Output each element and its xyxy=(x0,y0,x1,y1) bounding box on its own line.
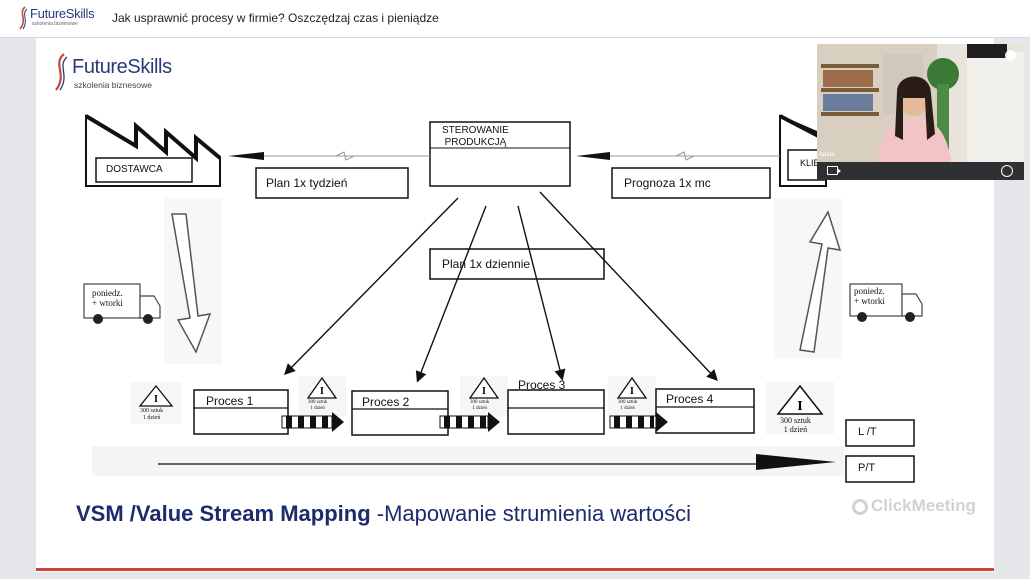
inventory-icon-1: I xyxy=(130,382,182,424)
lt-box xyxy=(845,419,915,447)
plan-week-label: Plan 1x tydzień xyxy=(266,176,348,190)
slide-bottom-line xyxy=(36,568,994,571)
process-1-label: Proces 1 xyxy=(206,394,254,408)
forecast-label: Prognoza 1x mc xyxy=(624,176,711,190)
push-arrow-2 xyxy=(439,412,500,432)
pt-box xyxy=(845,455,915,483)
truck-right-label: poniedz. + wtorki xyxy=(854,286,885,306)
svg-text:I: I xyxy=(482,386,486,397)
clickmeeting-watermark: ClickMeeting xyxy=(852,496,976,516)
inventory-icon-2: I xyxy=(298,376,346,416)
truck-right-icon xyxy=(849,283,923,322)
pin-icon[interactable] xyxy=(1005,50,1016,61)
inventory-icon-5: I xyxy=(766,382,834,434)
clickmeeting-logo-icon xyxy=(852,499,868,515)
production-control-box xyxy=(429,121,571,187)
timeline-arrow-icon xyxy=(756,454,836,470)
customer-label: KLIENT xyxy=(800,158,832,168)
slide-title: VSM /Value Stream Mapping -Mapowanie str… xyxy=(76,501,691,527)
slide-title-bold: VSM /Value Stream Mapping xyxy=(76,501,371,526)
push-arrow-1 xyxy=(281,412,344,432)
info-arrow-supplier xyxy=(228,151,430,161)
supplier-factory-icon xyxy=(84,114,222,187)
webcam-control-bar xyxy=(817,162,1024,180)
lt-label: L /T xyxy=(858,426,877,438)
pt-label: P/T xyxy=(858,462,876,474)
timeline-band xyxy=(92,446,844,476)
forecast-box xyxy=(611,167,771,199)
inventory-3-label: 300 sztuk 1 dzień xyxy=(470,400,490,411)
process-box-1 xyxy=(193,389,289,435)
inventory-icon-4: I xyxy=(608,376,656,416)
supplier-label: DOSTAWCA xyxy=(106,164,163,175)
process-box-3 xyxy=(507,389,605,435)
up-shipment-arrow-icon xyxy=(774,198,842,358)
slide-logo-sub: szkolenia biznesowe xyxy=(74,80,152,90)
inventory-2-label: 300 sztuk 1 dzień xyxy=(308,400,328,411)
app-logo-sub: szkolenia biznesowe xyxy=(32,21,78,27)
vsm-diagram: I I I I I xyxy=(83,114,923,483)
process-box-4 xyxy=(655,388,755,434)
process-box-2 xyxy=(351,390,449,436)
camera-icon[interactable] xyxy=(827,166,841,175)
svg-text:I: I xyxy=(797,399,802,414)
inventory-1-label: 300 sztuk 1 dzień xyxy=(140,408,164,421)
process-3-label: Proces 3 xyxy=(518,378,566,392)
control-label: STEROWANIE PRODUKCJĄ xyxy=(442,125,509,148)
clickmeeting-text: ClickMeeting xyxy=(871,496,976,515)
inventory-4-label: 300 sztuk 1 dzień xyxy=(618,400,638,411)
svg-text:I: I xyxy=(320,386,324,397)
push-arrow-3 xyxy=(609,412,668,432)
process-2-label: Proces 2 xyxy=(362,395,410,409)
top-bar: FutureSkills szkolenia biznesowe Jak usp… xyxy=(0,0,1030,38)
info-arrow-customer xyxy=(576,151,780,161)
app-logo-text: FutureSkills xyxy=(30,6,95,21)
slide-logo-mark-icon xyxy=(55,53,68,91)
plan-week-box xyxy=(255,167,409,199)
slide-title-rest: -Mapowanie strumienia wartości xyxy=(370,501,691,526)
logo-mark-icon xyxy=(19,6,28,30)
participant-name: Adela xyxy=(819,152,835,158)
inventory-icon-3: I xyxy=(460,376,508,416)
truck-left-label: poniedz. + wtorki xyxy=(92,288,123,308)
webcam-video xyxy=(817,44,1024,162)
inventory-5-label: 300 sztuk 1 dzień xyxy=(780,416,811,434)
process-4-label: Proces 4 xyxy=(666,392,714,406)
down-shipment-arrow-icon xyxy=(164,198,222,364)
chat-icon[interactable] xyxy=(1001,165,1013,177)
plan-daily-label: Plan 1x dziennie xyxy=(442,257,531,271)
truck-left-icon xyxy=(83,283,161,324)
svg-text:I: I xyxy=(630,386,634,397)
svg-text:I: I xyxy=(154,394,158,405)
meeting-title: Jak usprawnić procesy w firmie? Oszczędz… xyxy=(112,11,439,25)
webcam-tile[interactable]: Adela xyxy=(817,44,1024,180)
slide-logo-text: FutureSkills xyxy=(72,56,172,78)
